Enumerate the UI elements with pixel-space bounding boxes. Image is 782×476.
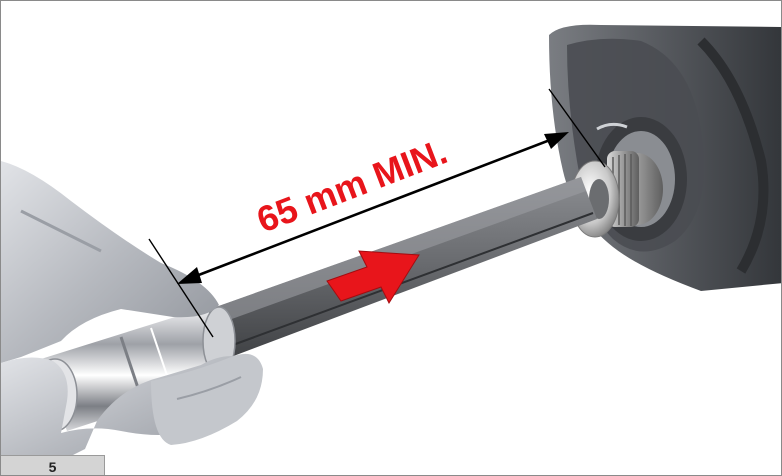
red-arrow-icon bbox=[326, 250, 420, 305]
extension-line-left bbox=[148, 238, 214, 338]
extension-line-right bbox=[548, 88, 606, 168]
dimension-label: 65 mm MIN. bbox=[251, 130, 452, 240]
gloved-hand bbox=[1, 161, 263, 473]
step-tab: 5 bbox=[1, 455, 105, 475]
double-arrow-icon bbox=[177, 132, 569, 284]
step-number: 5 bbox=[48, 458, 57, 475]
motor-housing bbox=[549, 24, 781, 291]
